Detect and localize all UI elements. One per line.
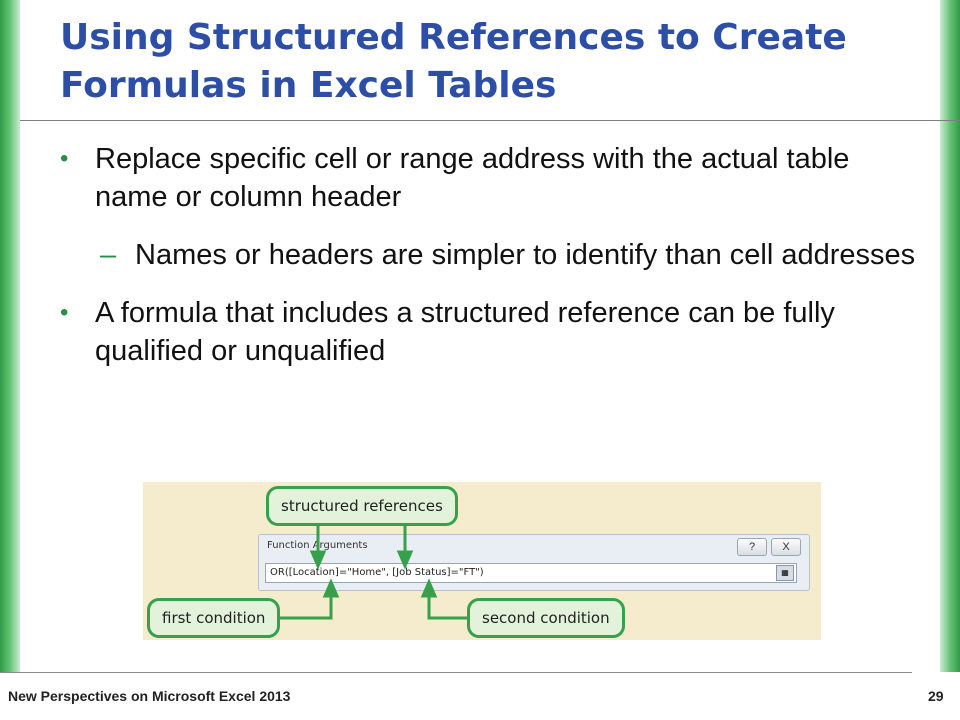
page-number: 29 [928, 688, 944, 704]
function-arguments-figure: Function Arguments ? X OR([Location]="Ho… [143, 482, 821, 640]
callout-second-condition: second condition [467, 598, 625, 638]
help-button[interactable]: ? [737, 538, 767, 556]
connector-line [427, 594, 473, 620]
callout-structured-references: structured references [266, 486, 458, 526]
bullet-text: A formula that includes a structured ref… [95, 297, 835, 367]
arrow-up-icon [322, 578, 340, 598]
footer-divider [0, 672, 912, 673]
left-green-bar [0, 0, 20, 672]
footer-source: New Perspectives on Microsoft Excel 2013 [8, 688, 291, 704]
callout-first-condition: first condition [147, 598, 281, 638]
bullet-text: Replace specific cell or range address w… [95, 143, 850, 213]
close-button[interactable]: X [771, 538, 801, 556]
connector-line [279, 594, 333, 620]
formula-text: OR([Location]="Home", [Job Status]="FT") [270, 567, 484, 578]
bullet-dot-icon: • [60, 145, 69, 172]
arrow-down-icon [396, 550, 414, 570]
arrow-up-icon [420, 578, 438, 598]
formula-field[interactable]: OR([Location]="Home", [Job Status]="FT")… [265, 563, 797, 583]
sub-bullet-item: – Names or headers are simpler to identi… [60, 236, 920, 274]
bullet-list: • Replace specific cell or range address… [60, 140, 920, 390]
range-selector-icon[interactable]: ▦ [776, 565, 794, 581]
arrow-down-icon [309, 550, 327, 570]
bullet-dot-icon: • [60, 299, 69, 326]
bullet-dash-icon: – [100, 239, 117, 271]
sub-bullet-text: Names or headers are simpler to identify… [135, 239, 916, 271]
right-green-bar [940, 0, 960, 672]
slide-title: Using Structured References to Create Fo… [60, 17, 847, 106]
bullet-item: • Replace specific cell or range address… [60, 140, 920, 216]
title-divider [20, 120, 960, 121]
bullet-item: • A formula that includes a structured r… [60, 294, 920, 370]
